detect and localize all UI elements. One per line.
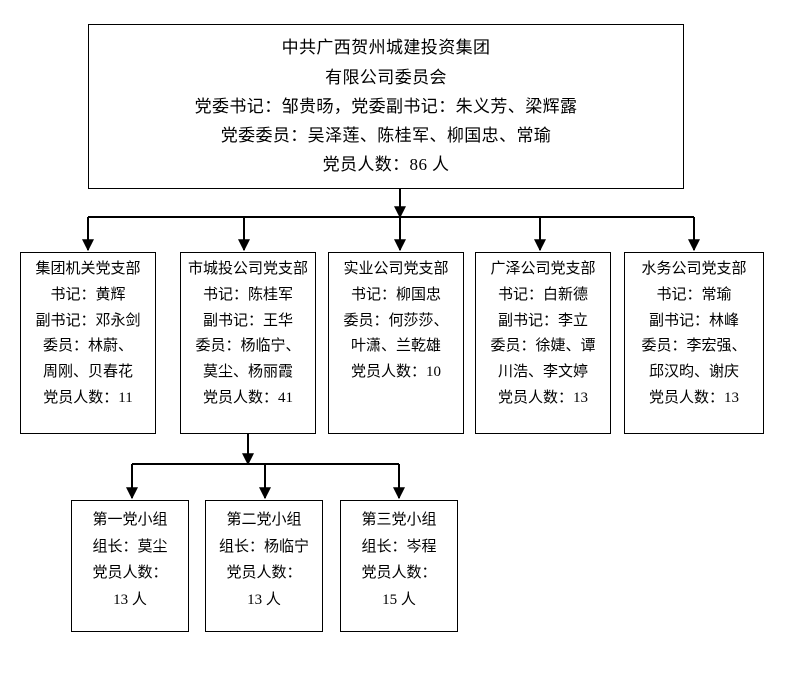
root-line-3: 党委书记：邹贵旸，党委副书记：朱义芳、梁辉露 — [194, 96, 578, 116]
node-industrial-company-branch: 实业公司党支部 书记：柳国忠 委员：何莎莎、 叶潇、兰乾雄 党员人数：10 — [328, 252, 464, 434]
branch4-line-4: 委员：李宏强、 — [641, 338, 747, 355]
branch1-line-3: 副书记：王华 — [202, 312, 293, 329]
branch0-line-3: 副书记：邓永剑 — [35, 312, 141, 329]
branch3-line-1: 广泽公司党支部 — [490, 261, 596, 277]
branch0-line-5: 周刚、贝春花 — [42, 364, 133, 381]
branch0-line-1: 集团机关党支部 — [35, 261, 141, 277]
branch3-line-6: 党员人数：13 — [497, 389, 588, 406]
branch1-line-6: 党员人数：41 — [202, 389, 293, 406]
branch2-line-2: 书记：柳国忠 — [350, 286, 441, 303]
branch1-line-5: 莫尘、杨丽霞 — [202, 364, 293, 381]
node-party-group-one: 第一党小组 组长：莫尘 党员人数： 13 人 — [71, 500, 189, 632]
branch3-line-5: 川浩、李文婷 — [497, 364, 588, 381]
branch3-line-3: 副书记：李立 — [497, 312, 588, 329]
group2-line-4: 15 人 — [382, 592, 416, 609]
branch2-line-3: 委员：何莎莎、 — [343, 312, 449, 329]
node-party-committee: 中共广西贺州城建投资集团 有限公司委员会 党委书记：邹贵旸，党委副书记：朱义芳、… — [88, 24, 684, 189]
branch1-line-2: 书记：陈桂军 — [202, 286, 293, 303]
branch4-line-1: 水务公司党支部 — [641, 261, 747, 277]
group0-line-2: 组长：莫尘 — [92, 538, 168, 555]
group2-line-2: 组长：岑程 — [361, 538, 437, 555]
node-group-headquarters-branch: 集团机关党支部 书记：黄辉 副书记：邓永剑 委员：林蔚、 周刚、贝春花 党员人数… — [20, 252, 156, 434]
connector-group-drops — [126, 464, 405, 500]
branch4-line-5: 邱汉昀、谢庆 — [648, 364, 739, 381]
node-city-investment-company-branch: 市城投公司党支部 书记：陈桂军 副书记：王华 委员：杨临宁、 莫尘、杨丽霞 党员… — [180, 252, 316, 434]
node-party-group-three: 第三党小组 组长：岑程 党员人数： 15 人 — [340, 500, 458, 632]
branch3-line-4: 委员：徐婕、谭 — [490, 338, 596, 355]
root-line-2: 有限公司委员会 — [325, 67, 447, 87]
group2-line-3: 党员人数： — [361, 565, 437, 582]
node-guangze-company-branch: 广泽公司党支部 书记：白新德 副书记：李立 委员：徐婕、谭 川浩、李文婷 党员人… — [475, 252, 611, 434]
group1-line-3: 党员人数： — [226, 565, 302, 582]
branch0-line-6: 党员人数：11 — [43, 389, 133, 406]
branch4-line-6: 党员人数：13 — [648, 389, 739, 406]
branch2-line-1: 实业公司党支部 — [343, 261, 449, 277]
branch2-line-4: 叶潇、兰乾雄 — [350, 338, 441, 355]
group2-line-1: 第三党小组 — [361, 512, 437, 528]
group1-line-2: 组长：杨临宁 — [218, 538, 309, 555]
root-line-5: 党员人数：86 人 — [322, 155, 450, 175]
branch1-line-4: 委员：杨临宁、 — [195, 338, 301, 355]
node-party-group-two: 第二党小组 组长：杨临宁 党员人数： 13 人 — [205, 500, 323, 632]
branch0-line-4: 委员：林蔚、 — [42, 338, 133, 355]
group1-line-4: 13 人 — [247, 592, 281, 609]
branch0-line-2: 书记：黄辉 — [50, 286, 126, 303]
group1-line-1: 第二党小组 — [226, 512, 302, 528]
branch1-line-1: 市城投公司党支部 — [187, 261, 308, 277]
root-line-4: 党委委员：吴泽莲、陈桂军、柳国忠、常瑜 — [220, 126, 552, 146]
group0-line-4: 13 人 — [113, 592, 147, 609]
branch2-line-5: 党员人数：10 — [350, 364, 441, 381]
group0-line-3: 党员人数： — [92, 565, 168, 582]
branch4-line-3: 副书记：林峰 — [648, 312, 739, 329]
branch3-line-2: 书记：白新德 — [497, 286, 588, 303]
group0-line-1: 第一党小组 — [92, 512, 168, 528]
root-line-1: 中共广西贺州城建投资集团 — [281, 38, 491, 58]
connector-branch-drops — [82, 217, 700, 252]
node-water-company-branch: 水务公司党支部 书记：常瑜 副书记：林峰 委员：李宏强、 邱汉昀、谢庆 党员人数… — [624, 252, 764, 434]
branch4-line-2: 书记：常瑜 — [656, 286, 732, 303]
